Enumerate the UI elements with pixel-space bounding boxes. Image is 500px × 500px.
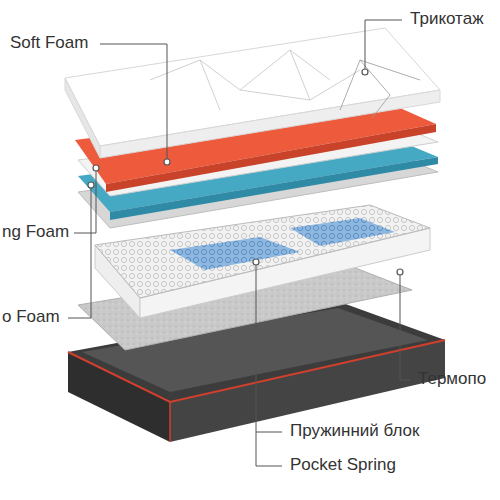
layer-label: Термопо bbox=[418, 369, 486, 389]
layer-label: ng Foam bbox=[2, 222, 69, 242]
layer-label: Трикотаж bbox=[410, 9, 484, 29]
layer-label: Soft Foam bbox=[10, 33, 88, 53]
layer-label: o Foam bbox=[2, 307, 60, 327]
layer-label: Пружинний блок bbox=[290, 421, 420, 441]
layer-label: Pocket Spring bbox=[290, 455, 396, 475]
